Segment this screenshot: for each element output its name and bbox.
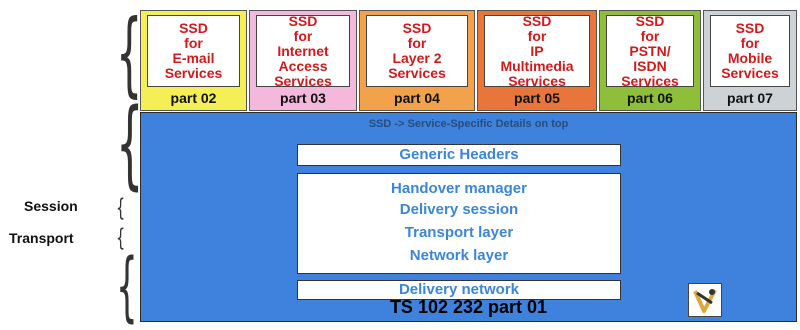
ssd-card-internet-access: SSD for Internet Access Services bbox=[256, 12, 350, 89]
part-label-layer2: part 04 bbox=[394, 90, 440, 106]
part-label-ip-multimedia: part 05 bbox=[514, 90, 560, 106]
ssd-title-pstn-isdn: SSD for PSTN/ ISDN Services bbox=[621, 12, 679, 89]
layer-delivery-session: Delivery session bbox=[399, 201, 519, 218]
ssd-column-internet-access: SSD for Internet Access Services part 03 bbox=[249, 10, 357, 111]
ssd-title-mobile: SSD for Mobile Services bbox=[721, 20, 779, 81]
document-title: TS 102 232 part 01 bbox=[389, 297, 548, 317]
ssd-column-ip-multimedia: SSD for IP Multimedia Services part 05 bbox=[477, 10, 597, 111]
ssd-card-layer2: SSD for Layer 2 Services bbox=[366, 15, 468, 87]
brace-bottom: { bbox=[116, 241, 138, 330]
ssd-column-mobile: SSD for Mobile Services part 07 bbox=[703, 10, 797, 111]
ts-102-232-part01-box: SSD -> Service-Specific Details on top G… bbox=[140, 112, 797, 322]
delivery-network-label: Delivery network bbox=[398, 281, 520, 298]
ssd-card-pstn-isdn: SSD for PSTN/ ISDN Services bbox=[606, 12, 694, 89]
layer-handover-manager: Handover manager bbox=[391, 180, 527, 197]
side-label-session: Session bbox=[24, 198, 78, 214]
etsi-logo-icon bbox=[688, 283, 722, 317]
ssd-title-internet-access: SSD for Internet Access Services bbox=[274, 12, 332, 89]
ssd-title-ip-multimedia: SSD for IP Multimedia Services bbox=[500, 12, 574, 89]
part-label-mobile: part 07 bbox=[727, 90, 773, 106]
session-transport-layers-box: Handover manager Delivery session Transp… bbox=[297, 173, 621, 274]
layer-network: Network layer bbox=[409, 247, 509, 264]
ssd-card-mobile: SSD for Mobile Services bbox=[710, 15, 790, 87]
brace-middle: { bbox=[116, 88, 144, 200]
ssd-note: SSD -> Service-Specific Details on top bbox=[368, 118, 569, 130]
part-label-internet-access: part 03 bbox=[280, 90, 326, 106]
ssd-card-email: SSD for E-mail Services bbox=[147, 15, 240, 87]
ssd-title-layer2: SSD for Layer 2 Services bbox=[388, 20, 446, 81]
brace-session: { bbox=[116, 194, 126, 222]
part-label-email: part 02 bbox=[170, 90, 217, 106]
ssd-column-layer2: SSD for Layer 2 Services part 04 bbox=[359, 10, 475, 111]
ssd-column-pstn-isdn: SSD for PSTN/ ISDN Services part 06 bbox=[599, 10, 701, 111]
generic-headers-box: Generic Headers bbox=[297, 144, 621, 166]
ssd-card-ip-multimedia: SSD for IP Multimedia Services bbox=[484, 12, 590, 89]
part-label-pstn-isdn: part 06 bbox=[627, 90, 673, 106]
delivery-network-box: Delivery network bbox=[297, 280, 621, 300]
brace-top: { bbox=[116, 0, 143, 107]
ssd-title-email: SSD for E-mail Services bbox=[164, 20, 223, 81]
generic-headers-label: Generic Headers bbox=[399, 146, 519, 163]
ssd-column-email: SSD for E-mail Services part 02 bbox=[140, 10, 247, 111]
brace-transport: { bbox=[116, 224, 126, 252]
layer-transport: Transport layer bbox=[404, 224, 514, 241]
side-label-transport: Transport bbox=[9, 230, 74, 246]
